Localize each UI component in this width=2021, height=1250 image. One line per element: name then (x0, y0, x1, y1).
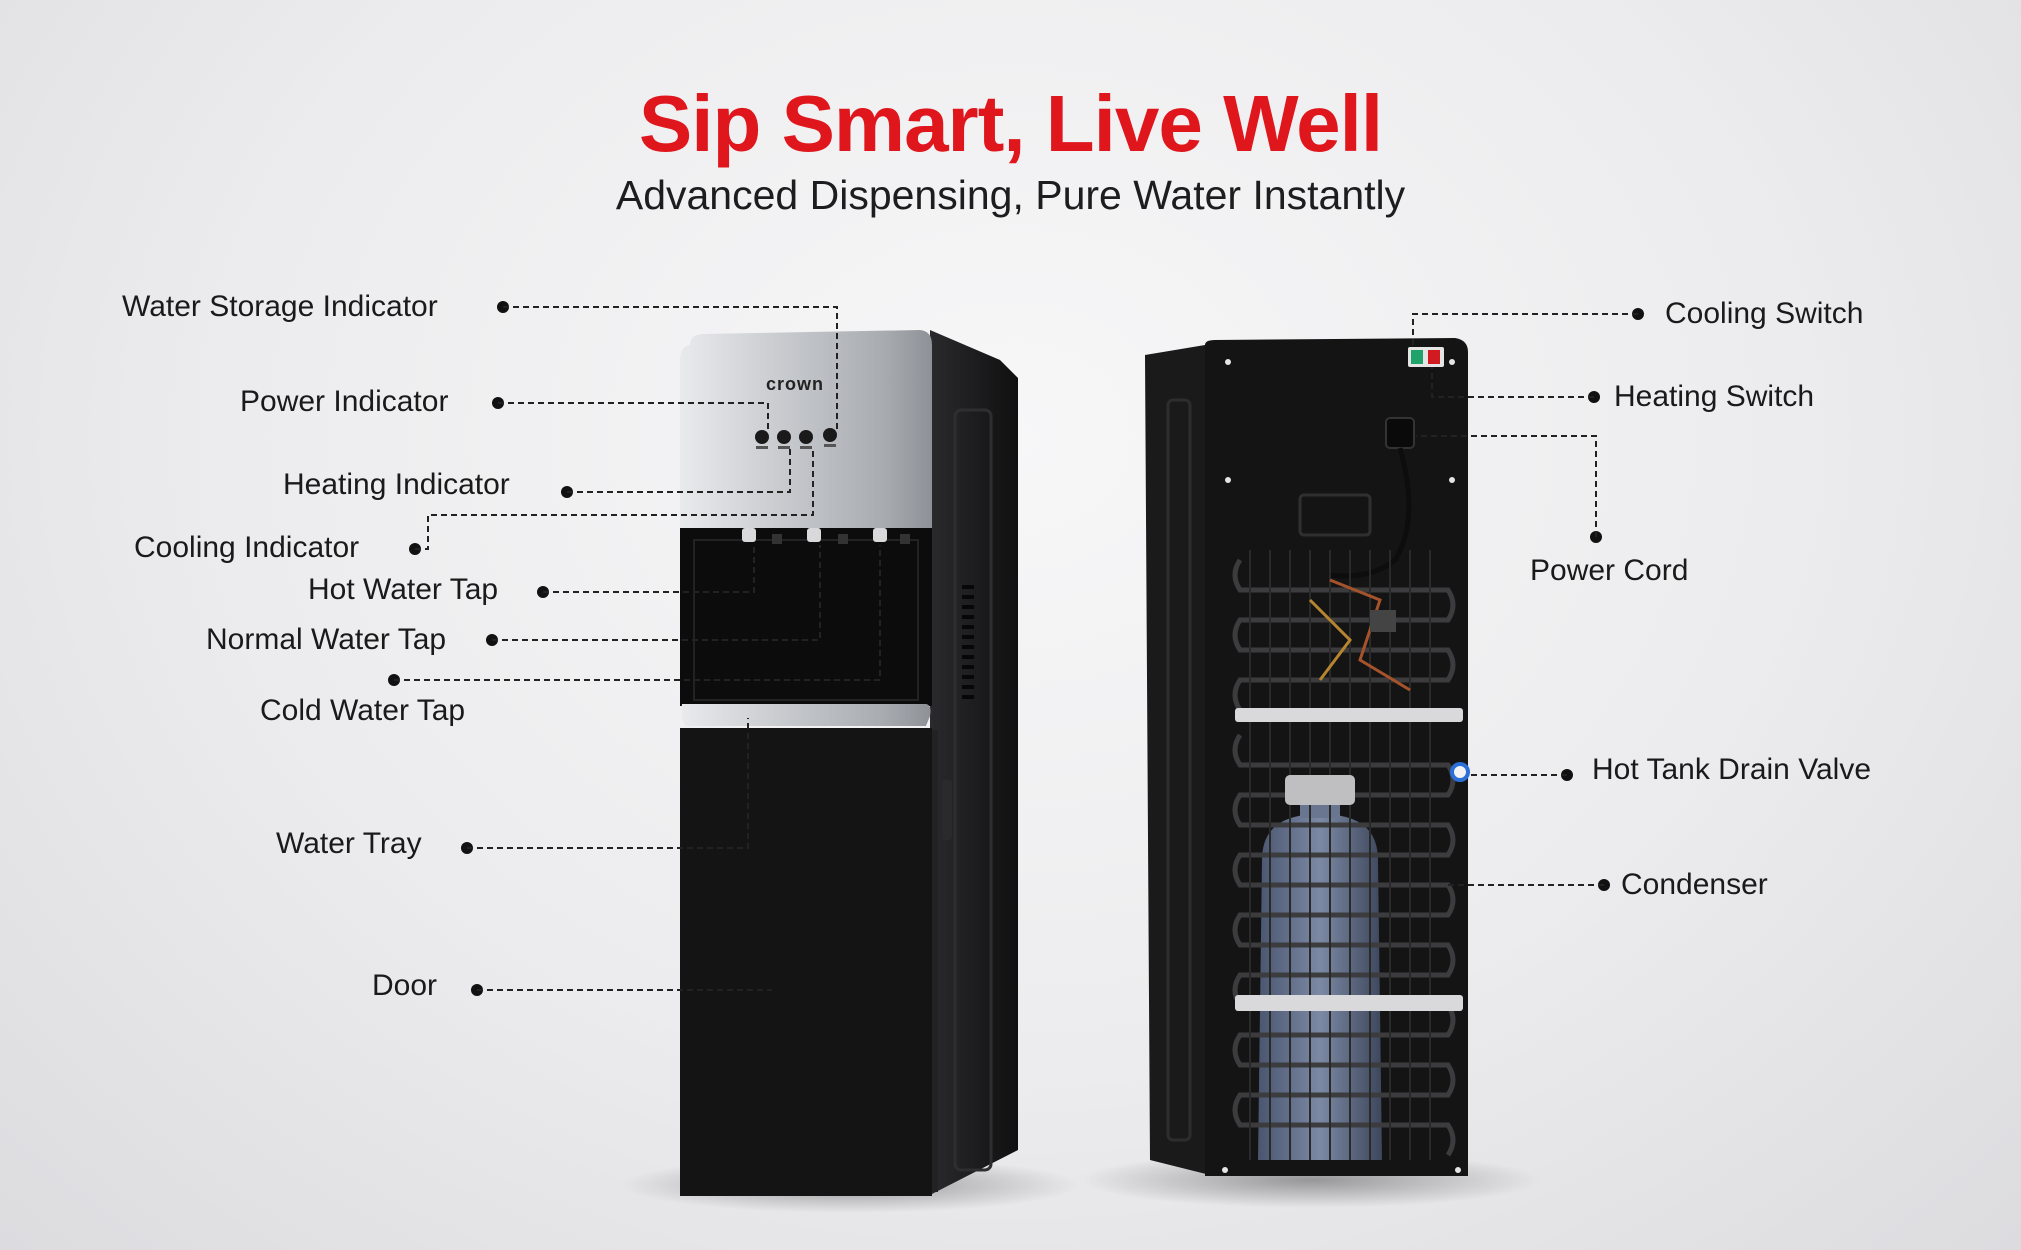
water-tray-bar (681, 704, 931, 726)
label-hot-tank-drain-valve: Hot Tank Drain Valve (1592, 753, 1872, 786)
label-cooling-switch: Cooling Switch (1665, 297, 1864, 330)
label-water-tray: Water Tray (276, 827, 422, 860)
lower-bracket (1235, 995, 1463, 1011)
power-cord-plug (1385, 417, 1415, 449)
label-condenser: Condenser (1621, 868, 1768, 901)
dispenser-back-view (1145, 338, 1470, 1176)
label-water-storage-indicator: Water Storage Indicator (122, 290, 438, 323)
dispensing-area (680, 528, 932, 706)
upper-bracket (1235, 708, 1463, 722)
drain-valve (1450, 762, 1470, 782)
front-door (680, 728, 932, 1196)
brand-logo: crown (766, 374, 824, 394)
page-subtitle: Advanced Dispensing, Pure Water Instantl… (615, 172, 1406, 218)
label-power-indicator: Power Indicator (240, 385, 449, 418)
taps (742, 528, 910, 544)
indicator-lights (755, 428, 837, 449)
rear-switches (1408, 347, 1444, 367)
label-heating-indicator: Heating Indicator (283, 468, 510, 501)
front-dispenser-side-panel (930, 330, 1018, 1195)
label-hot-water-tap: Hot Water Tap (308, 573, 499, 606)
label-cooling-indicator: Cooling Indicator (134, 531, 360, 564)
page-title: Sip Smart, Live Well (638, 79, 1383, 168)
label-normal-water-tap: Normal Water Tap (206, 623, 447, 656)
label-heating-switch: Heating Switch (1614, 380, 1815, 413)
control-panel (680, 330, 932, 528)
label-cold-water-tap: Cold Water Tap (260, 694, 466, 727)
condenser-coils (1232, 558, 1456, 1157)
internal-wiring (1308, 578, 1411, 692)
callout-lines (388, 301, 1644, 996)
water-bottle (1258, 815, 1382, 1160)
label-power-cord: Power Cord (1530, 554, 1689, 587)
dispenser-front-view: crown (680, 330, 1018, 1196)
label-door: Door (372, 969, 438, 1002)
